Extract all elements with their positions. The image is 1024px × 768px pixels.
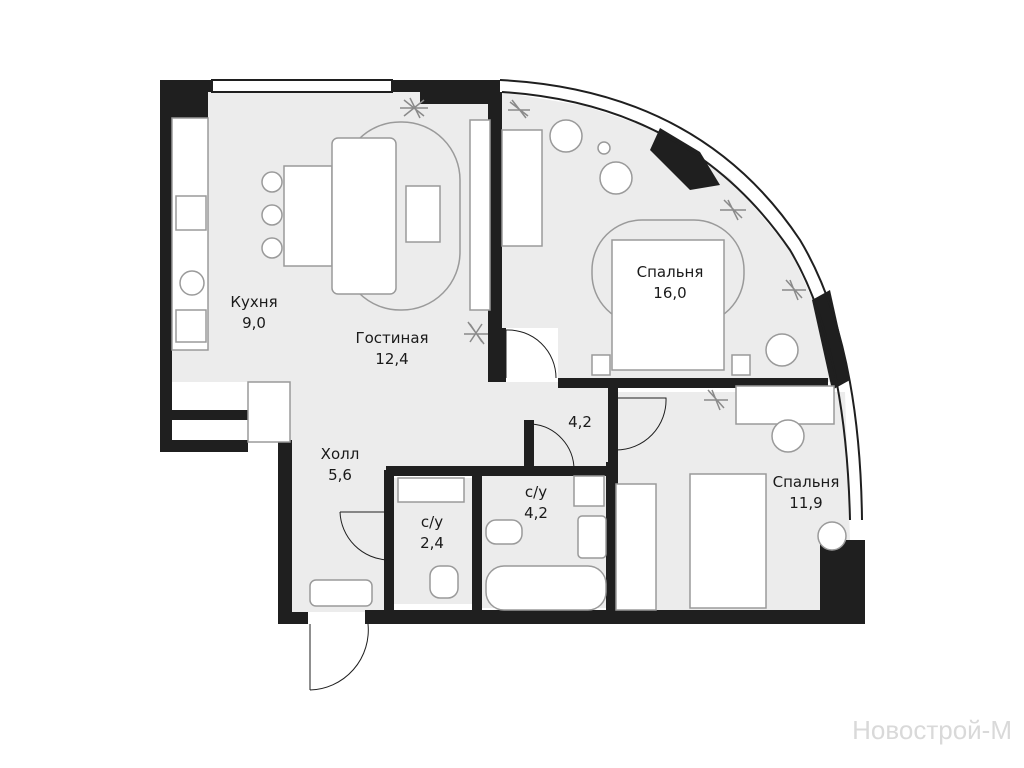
wall-top-mid-block [420, 80, 500, 104]
wall-right-bottom [820, 540, 865, 620]
window-curve-outer [499, 79, 863, 521]
chair-1 [261, 171, 283, 193]
watermark: Новострой-М [852, 715, 1012, 745]
side-table [597, 141, 611, 155]
hall-bench [309, 579, 373, 607]
bath1-sink [573, 475, 605, 507]
walls [160, 80, 865, 624]
wall-kitchen-living-divider [488, 92, 502, 382]
armchair-4 [817, 521, 847, 551]
window-curve [211, 79, 863, 521]
bed2 [689, 473, 767, 609]
plant-icon [508, 99, 530, 119]
plant-icon [400, 97, 428, 119]
room-label-kitchen: Кухня 9,0 [230, 292, 277, 334]
floor-bedroom1 [502, 92, 830, 382]
wall-bath-divider [472, 470, 482, 612]
armchair-1 [549, 119, 583, 153]
door-bedroom1 [505, 329, 557, 379]
wardrobe-bedroom2 [615, 483, 657, 611]
wall-bottom-left [278, 612, 308, 624]
nightstand-1 [591, 354, 611, 376]
room-area: 9,0 [242, 314, 266, 332]
wall-bedroom1-bottom [558, 378, 828, 388]
cooktop [175, 195, 207, 231]
plants [400, 97, 806, 411]
armchair-3 [765, 333, 799, 367]
room-label-bath2: с/у 2,4 [420, 512, 444, 554]
sofa [331, 137, 397, 295]
room-area: 2,4 [420, 534, 444, 552]
room-name: с/у [420, 513, 444, 531]
armchair-2 [599, 161, 633, 195]
doors [309, 329, 667, 691]
room-label-corridor: 4,2 [568, 412, 592, 433]
bed1 [611, 239, 725, 371]
bath2-sink [397, 477, 465, 503]
room-area: 12,4 [375, 350, 409, 368]
door-bath1 [531, 423, 575, 471]
wall-bedroom1-stub [492, 328, 506, 382]
window-curve-inner [501, 91, 851, 521]
room-area: 5,6 [328, 466, 352, 484]
room-area: 4,2 [524, 504, 548, 522]
plant-icon [464, 321, 488, 345]
wall-bottom-mid [365, 610, 865, 624]
wall-bedroom2-left-low [606, 462, 618, 612]
nightstand-2 [731, 354, 751, 376]
room-name: Спальня [772, 473, 840, 491]
room-label-living: Гостиная 12,4 [355, 328, 428, 370]
bath1-toilet [485, 519, 523, 545]
wall-curve-block1 [650, 128, 720, 190]
wall-corridor-stub [524, 420, 534, 468]
floor-hall [290, 382, 470, 612]
chair-2 [261, 204, 283, 226]
room-name: Гостиная [355, 329, 429, 347]
room-area: 16,0 [653, 284, 687, 302]
wall-left [160, 80, 172, 452]
window-top [211, 79, 393, 93]
furniture [171, 117, 847, 611]
dining-table [283, 165, 333, 267]
wardrobe-living [469, 119, 491, 311]
room-label-bedroom2: Спальня 11,9 [773, 472, 840, 514]
coffee-table [405, 185, 441, 243]
room-label-bath1: с/у 4,2 [524, 482, 548, 524]
bath1-washer [577, 515, 607, 559]
wardrobe-bedroom1 [501, 129, 543, 247]
room-name: Спальня [636, 263, 704, 281]
plant-icon [704, 389, 728, 411]
room-label-hall: Холл 5,6 [321, 444, 360, 486]
room-label-bedroom1: Спальня 16,0 [637, 262, 704, 304]
door-bedroom2 [615, 397, 667, 451]
plant-icon [782, 279, 806, 301]
plant-icon [720, 199, 746, 221]
sink [179, 270, 205, 296]
room-name: Холл [320, 445, 360, 463]
room-name: Кухня [230, 293, 278, 311]
wall-kitchen-bottom [160, 410, 250, 420]
desk-chair [771, 419, 805, 453]
wall-left-lower [160, 440, 248, 452]
room-name: с/у [524, 483, 548, 501]
room-area: 11,9 [789, 494, 823, 512]
wall-curve-block2 [812, 290, 850, 390]
chair-3 [261, 237, 283, 259]
room-area: 4,2 [568, 413, 592, 431]
hall-wardrobe [247, 381, 291, 443]
wall-bath2-left [384, 470, 394, 612]
washer [175, 309, 207, 343]
door-entry [309, 623, 369, 691]
bath2-toilet [429, 565, 459, 599]
desk [735, 385, 835, 425]
wall-left-step [278, 440, 292, 622]
wall-bath-top [386, 466, 608, 476]
wall-bedroom2-left [608, 388, 618, 464]
door-bath2 [339, 511, 389, 561]
bathtub [485, 565, 607, 611]
